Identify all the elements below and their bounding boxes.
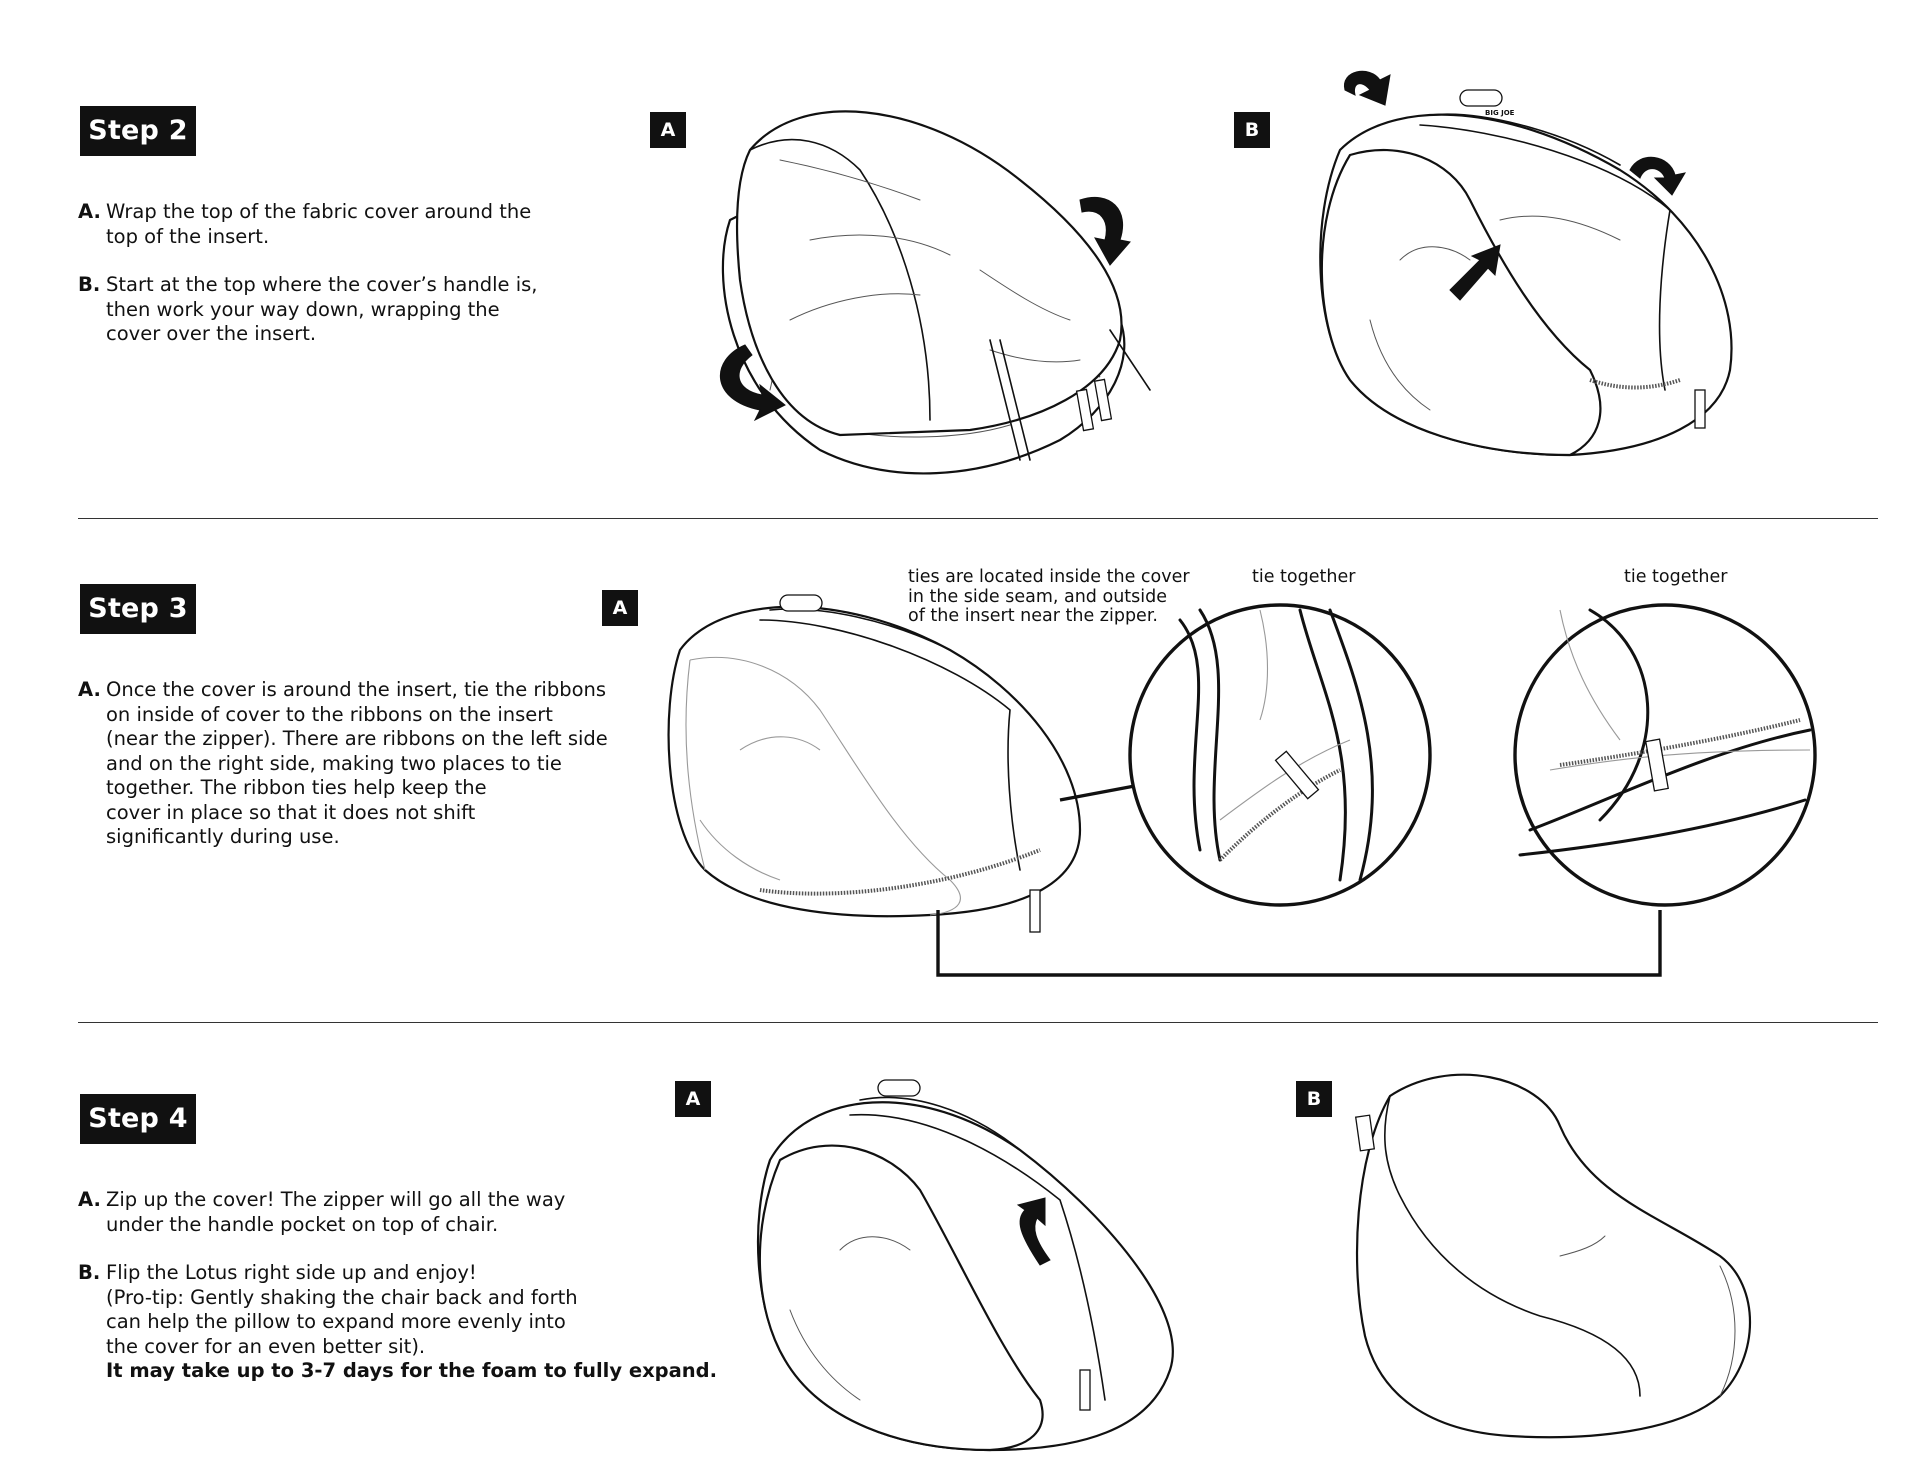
item-line: top of the insert.: [106, 224, 270, 248]
step-2-item-a: A. Wrap the top of the fabric cover arou…: [78, 200, 558, 249]
step-3-panel-a-label: A: [602, 590, 638, 626]
item-label: B.: [78, 1261, 101, 1284]
item-label: A.: [78, 678, 101, 701]
item-line: cover over the insert.: [106, 322, 317, 345]
step-4-item-a: A. Zip up the cover! The zipper will go …: [78, 1188, 638, 1237]
item-line: under the handle pocket on top of chair.: [106, 1212, 499, 1236]
step-4-item-b: B. Flip the Lotus right side up and enjo…: [78, 1261, 718, 1384]
step-2-panel-b-label: B: [1234, 112, 1270, 148]
item-line: can help the pillow to expand more evenl…: [106, 1310, 566, 1333]
item-label: A.: [78, 200, 101, 223]
brand-tag-text: BIG JOE: [1485, 109, 1515, 117]
step-2-instructions: A. Wrap the top of the fabric cover arou…: [78, 200, 558, 371]
callout-line: of the insert near the zipper.: [908, 606, 1158, 626]
step-2-panel-a-illustration: [720, 110, 1151, 475]
callout-line: ties are located inside the cover: [908, 567, 1190, 587]
item-line: Wrap the top of the fabric cover around …: [106, 200, 532, 223]
item-line-bold: It may take up to 3-7 days for the foam …: [106, 1359, 718, 1382]
step-4-panel-a-label: A: [675, 1081, 711, 1117]
step-3-badge: Step 3: [80, 584, 196, 634]
item-line: (near the zipper). There are ribbons on …: [106, 727, 608, 750]
tie-together-right-callout: tie together: [1624, 567, 1728, 587]
step-2-panel-a-label: A: [650, 112, 686, 148]
step-4-panel-b-label: B: [1296, 1081, 1332, 1117]
item-line: significantly during use.: [106, 825, 340, 848]
step-4-badge: Step 4: [80, 1094, 196, 1144]
item-line: then work your way down, wrapping the: [106, 297, 500, 321]
item-line: cover in place so that it does not shift: [106, 800, 476, 824]
step-3-item-a: A. Once the cover is around the insert, …: [78, 678, 608, 850]
item-label: A.: [78, 1188, 101, 1211]
item-line: Start at the top where the cover’s handl…: [106, 273, 538, 296]
item-line: and on the right side, making two places…: [106, 751, 562, 775]
step-2-panel-b-illustration: BIG JOE: [1319, 70, 1733, 457]
tie-together-left-callout: tie together: [1252, 567, 1356, 587]
step-4-panel-a-illustration: [756, 1079, 1174, 1452]
step-3-panel-a-illustration: [667, 594, 1817, 977]
divider-2: [78, 1022, 1878, 1023]
item-line: on inside of cover to the ribbons on the…: [106, 702, 553, 726]
callout-line: in the side seam, and outside: [908, 586, 1167, 607]
item-line: Once the cover is around the insert, tie…: [106, 678, 607, 701]
item-line: the cover for an even better sit).: [106, 1334, 426, 1358]
step-2-badge: Step 2: [80, 106, 196, 156]
step-2-item-b: B. Start at the top where the cover’s ha…: [78, 273, 558, 347]
item-label: B.: [78, 273, 101, 296]
item-line: (Pro-tip: Gently shaking the chair back …: [106, 1285, 578, 1309]
divider-1: [78, 518, 1878, 519]
step-4-instructions: A. Zip up the cover! The zipper will go …: [78, 1188, 718, 1408]
item-line: Zip up the cover! The zipper will go all…: [106, 1188, 566, 1211]
step-3-instructions: A. Once the cover is around the insert, …: [78, 678, 608, 874]
step-4-panel-b-illustration: [1354, 1073, 1752, 1439]
ties-location-callout: ties are located inside the cover in the…: [908, 567, 1190, 627]
item-line: Flip the Lotus right side up and enjoy!: [106, 1261, 477, 1284]
item-line: together. The ribbon ties help keep the: [106, 776, 487, 799]
